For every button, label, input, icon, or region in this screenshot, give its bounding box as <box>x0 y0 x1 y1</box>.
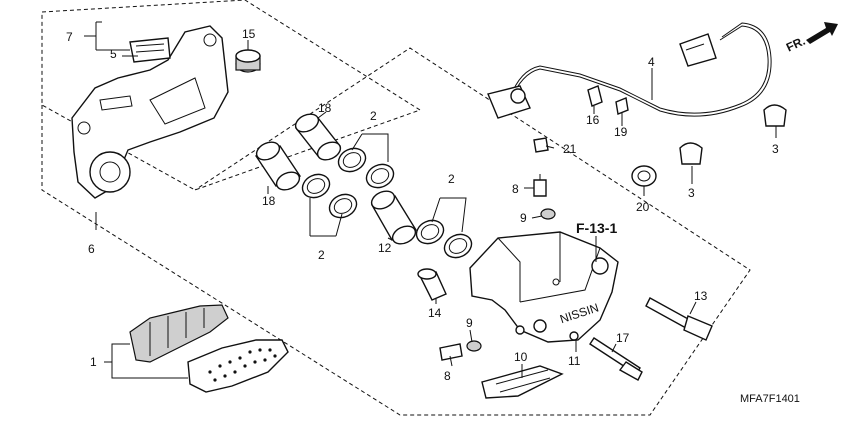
bracket-group-outline <box>41 0 422 191</box>
brake-pad-upper <box>129 304 229 363</box>
callout-18-upper: 18 <box>318 101 332 115</box>
callout-5: 5 <box>110 47 117 61</box>
bolt-19 <box>615 97 629 115</box>
callout-9-top: 9 <box>520 211 527 225</box>
callout-17: 17 <box>616 331 630 345</box>
callout-16: 16 <box>586 113 600 127</box>
callout-11: 11 <box>568 354 581 368</box>
grommet-20 <box>631 165 657 187</box>
pad-pin-17 <box>589 337 643 381</box>
callout-13: 13 <box>694 289 708 303</box>
callout-18-lower: 18 <box>262 194 276 208</box>
bleeder-cap-9-top <box>540 208 556 220</box>
callout-15: 15 <box>242 27 256 41</box>
callout-1: 1 <box>90 355 97 369</box>
callout-8-bottom: 8 <box>444 369 451 383</box>
callout-19: 19 <box>614 125 628 139</box>
diagram-code: MFA7F1401 <box>740 393 800 405</box>
grommet-15 <box>235 49 261 73</box>
brake-pad-lower <box>187 339 289 393</box>
callout-6: 6 <box>88 242 95 256</box>
seal-set-right <box>415 219 473 259</box>
callout-2-upper: 2 <box>370 109 377 123</box>
callout-9-bottom: 9 <box>466 316 473 330</box>
direction-label: FR. <box>784 34 807 55</box>
callout-3-right: 3 <box>772 142 779 156</box>
pad-spring <box>129 37 171 63</box>
abs-sensor-wire <box>487 22 772 119</box>
slide-pin-13 <box>645 297 713 341</box>
bleeder-screw-8-top <box>533 174 547 197</box>
callout-2-right: 2 <box>448 172 455 186</box>
callout-21: 21 <box>563 142 577 156</box>
callout-20: 20 <box>636 200 650 214</box>
piston-12 <box>370 190 418 245</box>
callout-7: 7 <box>66 30 73 44</box>
seal-set-lower <box>301 173 358 219</box>
section-reference: F-13-1 <box>576 220 617 236</box>
leader-lines <box>84 21 777 379</box>
piston-18-upper <box>294 113 342 161</box>
seal-set-upper <box>337 147 395 189</box>
callout-3-mid: 3 <box>688 186 695 200</box>
caliper-group-outline <box>41 47 751 416</box>
clamp-3-mid <box>679 142 703 165</box>
bleeder-screw-8-bottom <box>439 343 463 361</box>
caliper-bracket <box>71 25 229 199</box>
clamp-16 <box>587 85 603 107</box>
callout-8-top: 8 <box>512 182 519 196</box>
callout-14: 14 <box>428 306 442 320</box>
piston-18-lower <box>254 141 302 191</box>
bolt-21 <box>533 137 549 153</box>
callout-12: 12 <box>378 241 392 255</box>
pin-bolt-14 <box>417 268 447 301</box>
bleeder-cap-9-bottom <box>466 340 482 352</box>
callout-10: 10 <box>514 350 528 364</box>
callout-2-lower: 2 <box>318 248 325 262</box>
plug-11 <box>569 331 579 341</box>
callout-4: 4 <box>648 55 655 69</box>
front-direction-arrow: FR. <box>784 22 838 55</box>
clamp-3-right <box>763 104 787 127</box>
